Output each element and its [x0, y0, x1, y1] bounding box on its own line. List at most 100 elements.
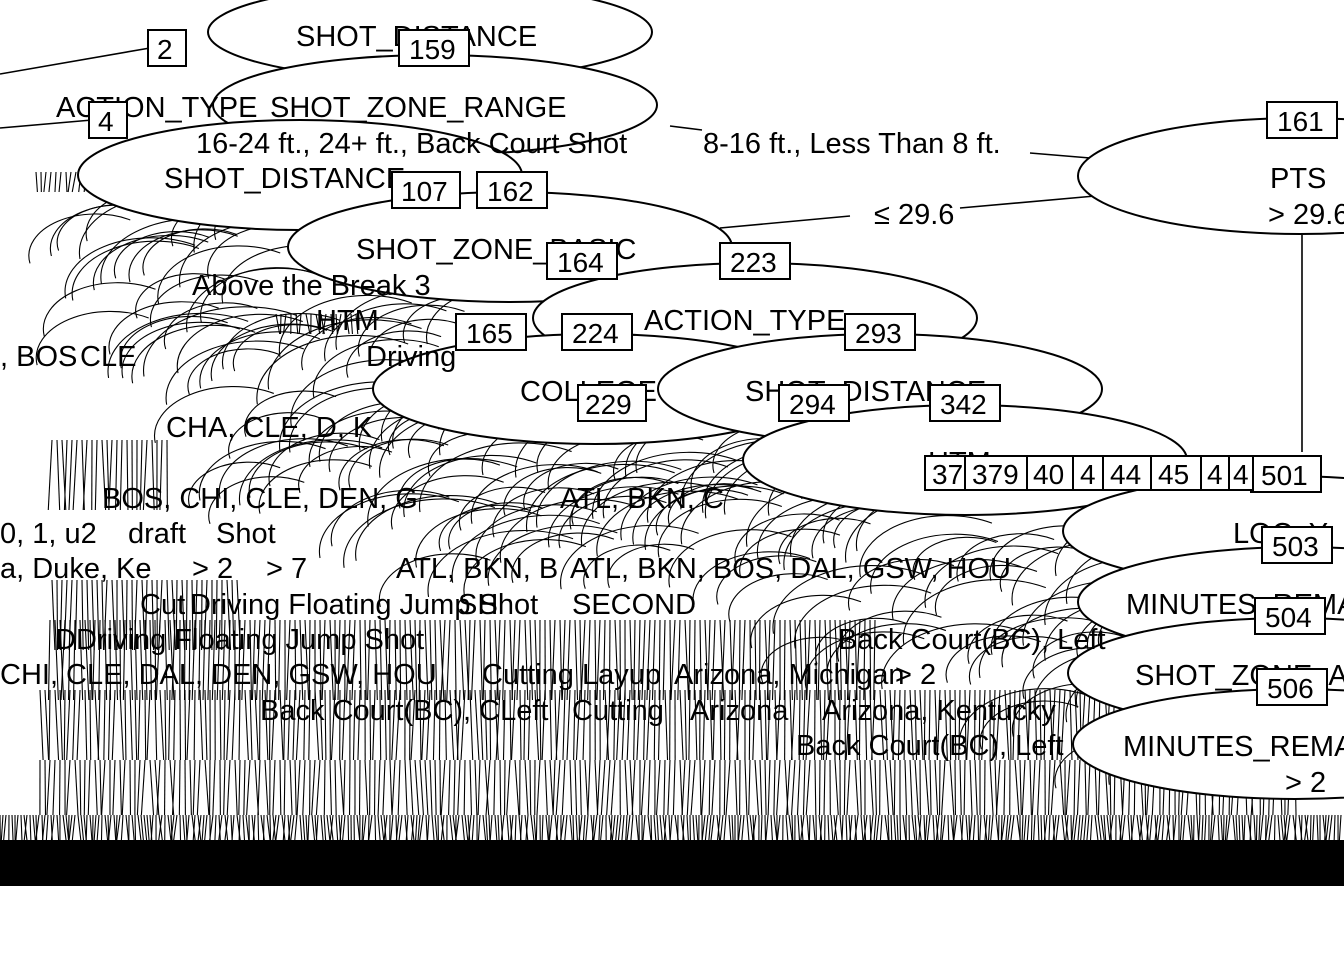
leaf-edge-line — [303, 689, 306, 761]
subtree-ellipse-edge — [891, 558, 1022, 620]
leaf-edge-line — [54, 619, 59, 701]
leaf-edge-line — [154, 689, 158, 761]
subtree-ellipse-edge — [390, 475, 504, 530]
node-id-box-342 — [929, 384, 1001, 422]
leaf-edge-line — [101, 579, 105, 651]
leaf-edge-line — [669, 619, 672, 701]
edge-label-sh: SH — [458, 589, 498, 621]
leaf-edge-line — [936, 689, 941, 761]
subtree-ellipse-edge — [92, 234, 209, 291]
leaf-edge-line — [189, 759, 192, 816]
leaf-edge-line — [738, 619, 741, 701]
leaf-edge-line — [524, 619, 529, 701]
subtree-ellipse-edge — [267, 319, 422, 390]
leaf-edge-line — [479, 619, 483, 701]
leaf-edge-line — [151, 439, 155, 511]
leaf-edge-line — [345, 619, 351, 701]
subtree-ellipse-edge — [200, 267, 318, 324]
leaf-edge-line — [159, 439, 163, 511]
leaf-edge-line — [286, 619, 291, 701]
leaf-edge-line — [139, 439, 143, 511]
leaf-edge-line — [764, 759, 767, 816]
leaf-edge-line — [271, 689, 276, 761]
subtree-ellipse-edge — [108, 301, 219, 355]
leaf-edge-line — [418, 619, 421, 701]
leaf-edge-line — [981, 689, 986, 761]
leaf-edge-line — [212, 759, 216, 816]
subtree-ellipse-edge — [716, 555, 817, 605]
leaf-edge-line — [223, 759, 226, 816]
leaf-edge-line — [264, 689, 269, 761]
leaf-edge-line — [59, 689, 63, 761]
leaf-edge-line — [287, 689, 291, 761]
leaf-edge-line — [493, 759, 496, 816]
subtree-ellipse-edge — [728, 573, 828, 623]
small-id-2: 40 — [1033, 459, 1064, 490]
leaf-edge-line — [299, 619, 304, 701]
small-id-6: 4 — [1207, 459, 1223, 490]
subtree-ellipse-edge — [458, 486, 546, 531]
leaf-edge-line — [924, 759, 930, 816]
leaf-edge-line — [367, 619, 371, 701]
leaf-edge-line — [82, 439, 88, 511]
subtree-ellipse-edge — [596, 490, 739, 557]
leaf-edge-line — [479, 689, 484, 761]
leaf-edge-line — [173, 689, 176, 761]
leaf-edge-line — [419, 759, 424, 816]
leaf-edge-line — [279, 689, 284, 761]
leaf-edge-line — [339, 759, 345, 816]
leaf-edge-line — [845, 689, 851, 761]
subtree-ellipse-edge — [367, 457, 518, 527]
leaf-edge-line — [684, 619, 690, 701]
leaf-edge-line — [68, 579, 73, 651]
leaf-edge-line — [995, 689, 1001, 761]
subtree-ellipse-edge — [902, 578, 1046, 646]
node-id-box-2 — [147, 29, 187, 67]
leaf-edge-line — [384, 689, 387, 761]
leaf-edge-line — [364, 619, 367, 701]
leaf-edge-line — [249, 689, 253, 761]
leaf-edge-line — [48, 689, 51, 761]
leaf-edge-line — [89, 619, 93, 701]
leaf-edge-line — [776, 759, 781, 816]
leaf-edge-line — [482, 619, 486, 701]
leaf-edge-line — [699, 619, 702, 701]
leaf-edge-line — [662, 619, 666, 701]
leaf-edge-line — [79, 759, 82, 816]
leaf-edge-line — [74, 579, 78, 651]
leaf-edge-line — [341, 689, 346, 761]
leaf-edge-line — [119, 689, 124, 761]
leaf-edge-line — [112, 759, 116, 816]
leaf-edge-line — [495, 689, 501, 761]
leaf-edge-line — [54, 689, 60, 761]
subtree-ellipse-edge — [318, 493, 460, 559]
leaf-edge-line — [63, 579, 68, 651]
leaf-edge-line — [72, 439, 78, 511]
leaf-edge-line — [264, 759, 269, 816]
edge-label-above-break: Above the Break 3 — [192, 270, 431, 302]
leaf-edge-line — [185, 579, 188, 651]
small-id-5: 45 — [1158, 459, 1189, 490]
subtree-ellipse-edge — [794, 584, 932, 649]
leaf-edge-line — [552, 759, 556, 816]
leaf-edge-line — [111, 689, 116, 761]
leaf-edge-line — [47, 439, 53, 511]
leaf-edge-line — [58, 171, 62, 193]
leaf-edge-line — [79, 619, 84, 701]
subtree-ellipse-edge — [547, 486, 679, 548]
leaf-edge-line — [274, 619, 277, 701]
leaf-edge-line — [226, 579, 232, 651]
leaf-edge-line — [382, 759, 386, 816]
leaf-edge-line — [71, 171, 77, 193]
leaf-edge-line — [419, 689, 422, 761]
leaf-edge-line — [823, 759, 826, 816]
leaf-edge-line — [470, 619, 476, 701]
node-id-293: 293 — [855, 318, 902, 349]
edge-4-left — [0, 119, 93, 129]
leaf-edge-line — [641, 619, 646, 701]
subtree-ellipse-edge — [355, 495, 498, 561]
leaf-edge-line — [469, 759, 473, 816]
leaf-edge-line — [397, 759, 401, 816]
subtree-ellipse-edge — [644, 485, 784, 550]
node-id-box-224 — [561, 313, 633, 351]
